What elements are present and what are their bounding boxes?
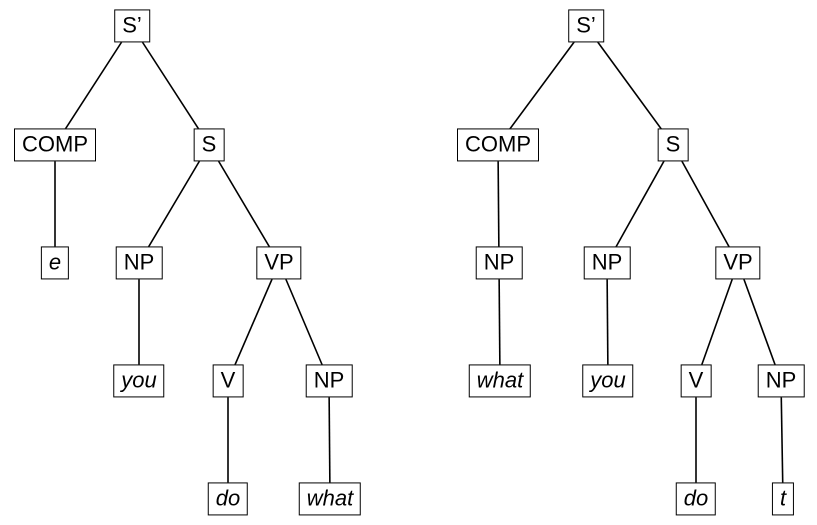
right-tree-edge-vp-np3 <box>737 262 782 382</box>
left-tree-node-what: what <box>298 482 362 516</box>
left-tree-edge-np2-what <box>328 380 331 500</box>
left-tree-edge-vp-v <box>227 262 280 382</box>
right-tree-node-comp: COMP <box>457 128 539 162</box>
right-tree-node-v: V <box>680 364 712 398</box>
right-tree-node-np2: NP <box>583 246 631 280</box>
right-tree-edge-s-vp <box>672 144 739 264</box>
left-tree-edge-sbar-s <box>131 25 210 146</box>
right-tree-node-sbar: S’ <box>568 9 604 43</box>
left-tree-node-you: you <box>113 364 165 398</box>
right-tree-node-what: what <box>468 364 532 398</box>
right-tree-node-t: t <box>771 482 795 516</box>
left-tree-node-np1: NP <box>115 246 163 280</box>
left-tree-edge-sbar-comp <box>54 25 133 146</box>
left-tree-edge-vp-np2 <box>278 262 330 382</box>
left-tree-node-np2: NP <box>305 364 353 398</box>
right-tree-node-do: do <box>675 482 717 516</box>
left-tree-node-e: e <box>40 246 70 280</box>
right-tree-edge-sbar-s <box>585 25 674 146</box>
right-tree-edge-s-np2 <box>606 144 674 264</box>
right-tree-edge-comp-np1 <box>497 144 500 264</box>
right-tree-edge-np3-t <box>780 380 784 500</box>
right-tree-node-you: you <box>582 364 634 398</box>
left-tree-node-sbar: S’ <box>114 9 150 43</box>
right-tree-edge-np2-you <box>606 262 609 382</box>
right-tree-node-s: S <box>657 128 689 162</box>
left-tree-node-do: do <box>207 482 249 516</box>
left-tree-node-v: V <box>212 364 244 398</box>
left-tree-node-s: S <box>193 128 225 162</box>
right-tree-node-np1: NP <box>475 246 523 280</box>
right-tree-node-vp: VP <box>715 246 761 280</box>
left-tree-node-comp: COMP <box>14 128 96 162</box>
left-tree-node-vp: VP <box>256 246 302 280</box>
right-tree-node-np3: NP <box>757 364 805 398</box>
right-tree-edge-np1-what <box>498 262 501 382</box>
left-tree-edge-s-vp <box>208 144 280 264</box>
left-tree-edge-s-np1 <box>138 144 210 264</box>
right-tree-edge-vp-v <box>695 262 739 382</box>
right-tree-edge-sbar-comp <box>497 25 587 146</box>
